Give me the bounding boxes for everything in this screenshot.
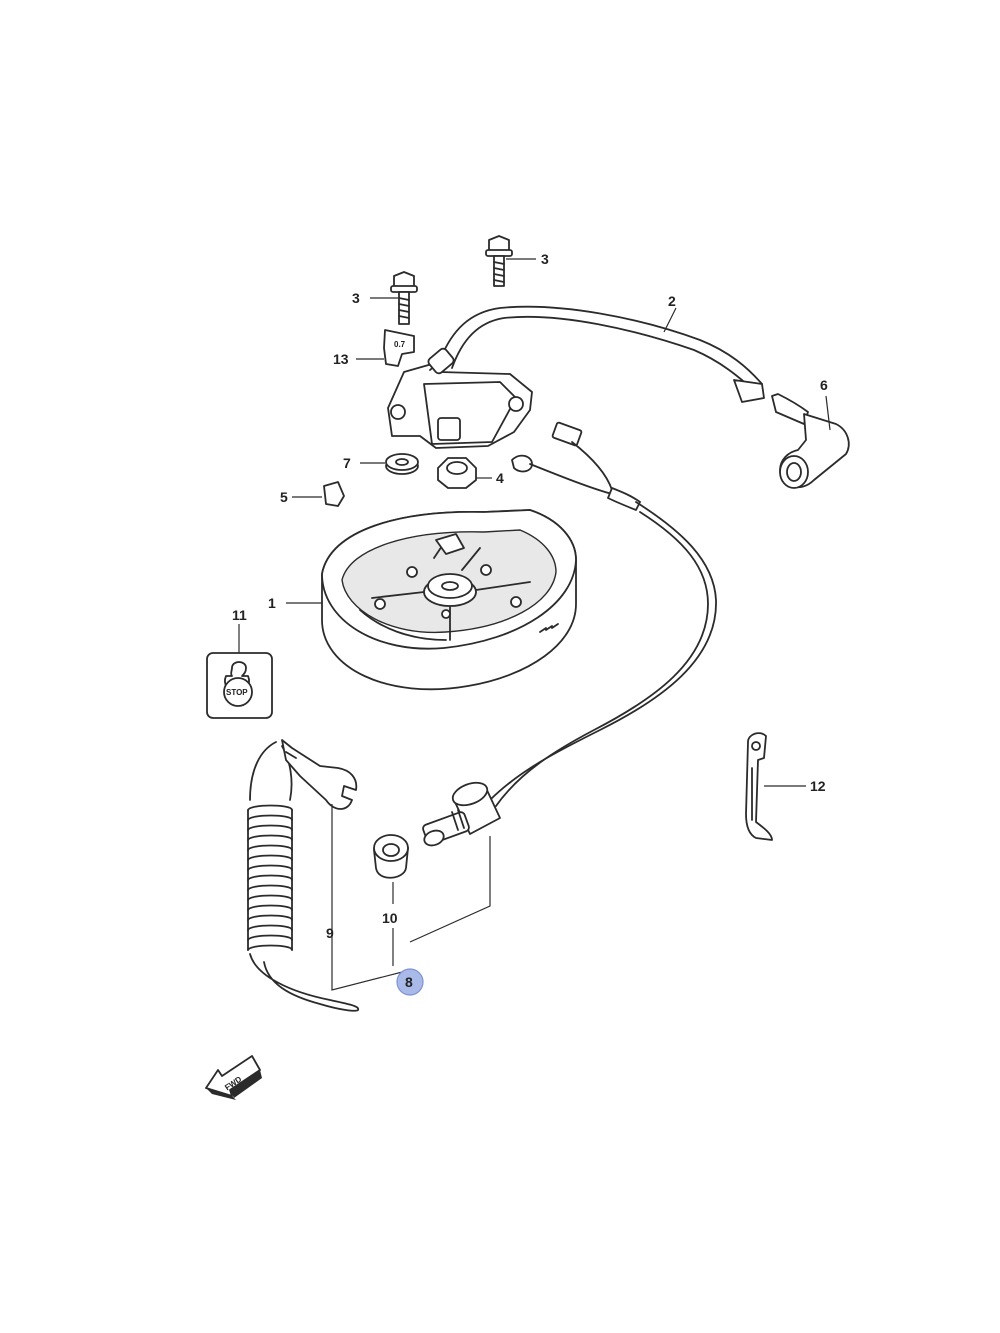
bracket-mark-text: 0.7 xyxy=(394,340,406,349)
forward-direction-arrow: FWD xyxy=(205,1055,262,1100)
stop-switch-part-8[interactable] xyxy=(422,778,501,848)
clip-part-12[interactable] xyxy=(745,732,773,841)
bolt-part-3-left[interactable] xyxy=(390,271,418,325)
callout-3-left: 3 xyxy=(352,290,360,306)
callout-2: 2 xyxy=(668,293,676,309)
callout-9: 9 xyxy=(326,925,334,941)
nut-part-10[interactable] xyxy=(373,834,409,879)
callout-8-highlight[interactable] xyxy=(396,968,424,996)
callout-4: 4 xyxy=(496,470,504,486)
callout-3-upper: 3 xyxy=(541,251,549,267)
callout-10: 10 xyxy=(382,910,398,926)
flywheel-part-1[interactable] xyxy=(321,509,577,691)
callout-8: 8 xyxy=(405,974,413,990)
callout-5: 5 xyxy=(280,489,288,505)
stop-decal-part-11[interactable]: STOP xyxy=(206,652,273,719)
ignition-coil[interactable] xyxy=(387,353,533,449)
spark-plug-cap-part-6[interactable] xyxy=(771,393,850,489)
stop-switch-lead[interactable] xyxy=(489,421,717,807)
key-part-5[interactable] xyxy=(323,481,345,507)
callout-11: 11 xyxy=(232,607,247,623)
callout-6: 6 xyxy=(820,377,828,393)
callout-1: 1 xyxy=(268,595,276,611)
callout-12: 12 xyxy=(810,778,826,794)
lanyard-part-9[interactable] xyxy=(247,739,360,1012)
nut-part-4[interactable] xyxy=(437,457,477,489)
callout-7: 7 xyxy=(343,455,351,471)
bolt-part-3-upper[interactable] xyxy=(485,235,513,287)
stop-decal-text: STOP xyxy=(226,688,248,697)
callout-13: 13 xyxy=(333,351,349,367)
bracket-part-13[interactable]: 0.7 xyxy=(383,329,415,367)
collar-part-7[interactable] xyxy=(385,453,419,475)
high-tension-cord-part-2[interactable] xyxy=(427,305,765,403)
